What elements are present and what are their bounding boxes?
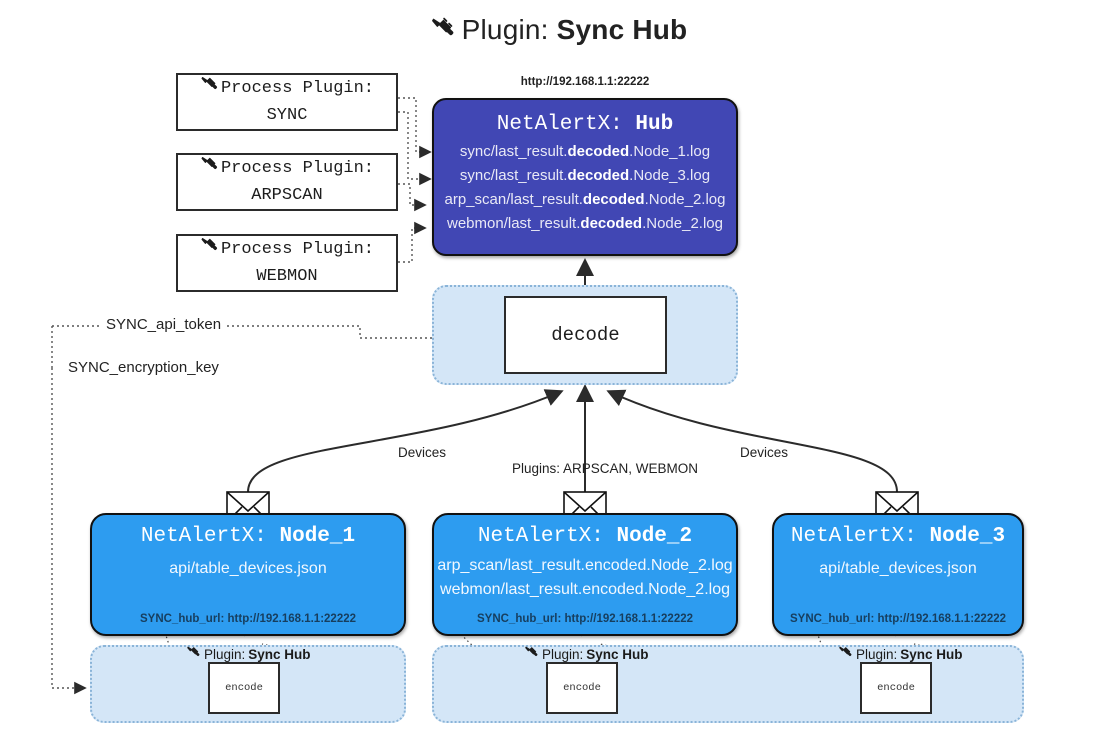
node-footer: SYNC_hub_url: http://192.168.1.1:22222 bbox=[476, 613, 694, 625]
edge-label-devices-right: Devices bbox=[736, 445, 793, 460]
node-title: NetAlertX: Node_1 bbox=[140, 525, 356, 548]
decode-box[interactable]: decode bbox=[504, 296, 667, 374]
edge-label-plugins-center: Plugins: ARPSCAN, WEBMON bbox=[512, 461, 699, 476]
plug-icon bbox=[200, 155, 219, 184]
hub-logline: webmon/last_result.decoded.Node_2.log bbox=[447, 215, 723, 232]
plug-icon bbox=[838, 645, 853, 663]
band-label-node-2: Plugin: Sync Hub bbox=[524, 645, 649, 663]
process-plugin-label: Process Plugin: bbox=[220, 159, 375, 179]
hub-url: http://192.168.1.1:22222 bbox=[520, 76, 650, 88]
node-box-node-3[interactable]: NetAlertX: Node_3 api/table_devices.json… bbox=[772, 513, 1024, 636]
process-plugin-name: ARPSCAN bbox=[251, 186, 323, 205]
hub-title: NetAlertX: Hub bbox=[434, 113, 736, 136]
page-title-prefix: Plugin: bbox=[461, 14, 549, 45]
process-plugin-label: Process Plugin: bbox=[220, 79, 375, 99]
band-label-node-1: Plugin: Sync Hub bbox=[186, 645, 311, 663]
encode-box-node-2[interactable]: encode bbox=[546, 662, 618, 714]
hub-logline: sync/last_result.decoded.Node_1.log bbox=[459, 143, 711, 160]
node-line: arp_scan/last_result.encoded.Node_2.log bbox=[437, 557, 733, 574]
process-plugin-name: SYNC bbox=[266, 106, 308, 125]
plug-icon bbox=[524, 645, 539, 663]
process-plugin-name: WEBMON bbox=[256, 267, 318, 286]
plug-icon bbox=[200, 75, 219, 104]
setting-api-token-label: SYNC_api_token bbox=[102, 316, 226, 333]
node-title: NetAlertX: Node_2 bbox=[477, 525, 693, 548]
page-title: Plugin: Sync Hub bbox=[0, 14, 1117, 49]
process-plugin-box-webmon[interactable]: Process Plugin: WEBMON bbox=[176, 234, 398, 292]
node-box-node-1[interactable]: NetAlertX: Node_1 api/table_devices.json… bbox=[90, 513, 406, 636]
hub-title-prefix: NetAlertX: bbox=[496, 113, 623, 136]
hub-logline: arp_scan/last_result.decoded.Node_2.log bbox=[444, 191, 726, 208]
hub-title-name: Hub bbox=[635, 113, 674, 136]
node-footer: SYNC_hub_url: http://192.168.1.1:22222 bbox=[789, 613, 1007, 625]
node-line: webmon/last_result.encoded.Node_2.log bbox=[440, 581, 730, 598]
hub-box[interactable]: NetAlertX: Hub sync/last_result.decoded.… bbox=[432, 98, 738, 256]
page-title-name: Sync Hub bbox=[556, 14, 688, 45]
hub-logline: sync/last_result.decoded.Node_3.log bbox=[459, 167, 711, 184]
node-footer: SYNC_hub_url: http://192.168.1.1:22222 bbox=[139, 613, 357, 625]
band-label-node-3: Plugin: Sync Hub bbox=[838, 645, 963, 663]
plug-icon bbox=[186, 645, 201, 663]
setting-encryption-key-label: SYNC_encryption_key bbox=[64, 359, 223, 376]
edge-label-devices-left: Devices bbox=[394, 445, 451, 460]
node-box-node-2[interactable]: NetAlertX: Node_2 arp_scan/last_result.e… bbox=[432, 513, 738, 636]
encode-box-node-1[interactable]: encode bbox=[208, 662, 280, 714]
process-plugin-box-arpscan[interactable]: Process Plugin: ARPSCAN bbox=[176, 153, 398, 211]
process-plugin-label: Process Plugin: bbox=[220, 240, 375, 260]
node-line: api/table_devices.json bbox=[169, 560, 327, 577]
process-plugin-box-sync[interactable]: Process Plugin: SYNC bbox=[176, 73, 398, 131]
encode-box-node-3[interactable]: encode bbox=[860, 662, 932, 714]
plug-icon bbox=[430, 16, 456, 49]
plug-icon bbox=[200, 236, 219, 265]
node-line: api/table_devices.json bbox=[819, 560, 977, 577]
node-title: NetAlertX: Node_3 bbox=[790, 525, 1006, 548]
